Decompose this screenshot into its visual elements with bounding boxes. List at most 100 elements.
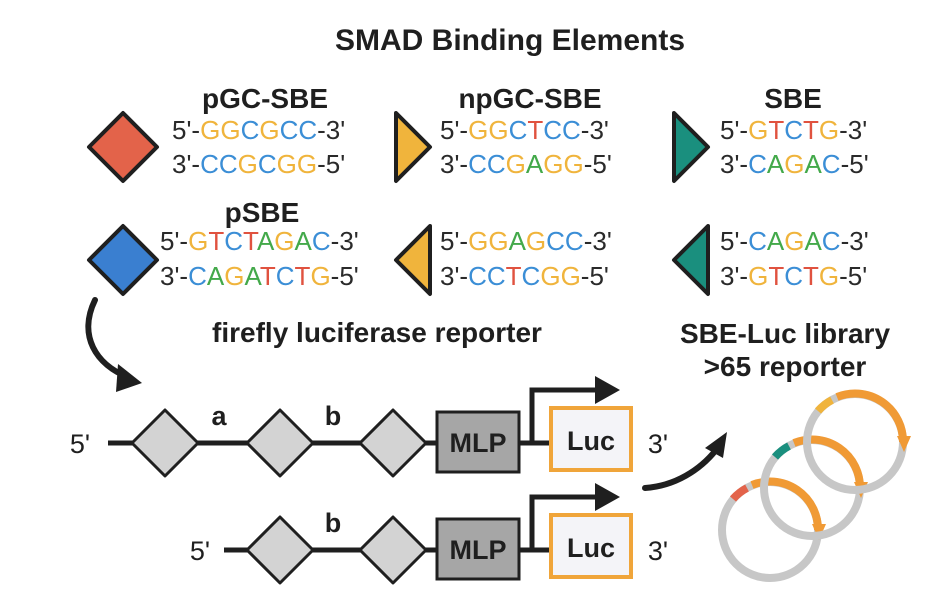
library-arrow-head-icon bbox=[705, 432, 727, 458]
sbe-reverse-triangle-icon bbox=[672, 224, 710, 296]
npgc-sbe-reverse-triangle-icon bbox=[394, 224, 432, 296]
sbe-bottom-strand: 3'-CAGAC-5' bbox=[720, 149, 869, 179]
nucleotide-A: A bbox=[804, 226, 822, 256]
nucleotide-T: T bbox=[208, 226, 224, 256]
nucleotide-T: T bbox=[768, 261, 784, 291]
construct2-luc-label: Luc bbox=[567, 533, 615, 563]
npgc-sbe-label: npGC-SBE bbox=[458, 83, 601, 114]
nucleotide-T: T bbox=[243, 226, 259, 256]
nucleotide-C: C bbox=[822, 226, 841, 256]
construct2-tss-arrowhead-icon bbox=[595, 483, 620, 511]
nucleotide-G: G bbox=[277, 149, 297, 179]
nucleotide-T: T bbox=[527, 115, 543, 145]
nucleotide-G: G bbox=[274, 226, 294, 256]
nucleotide-G: G bbox=[748, 115, 768, 145]
nucleotide-C: C bbox=[487, 149, 506, 179]
nucleotide-C: C bbox=[748, 226, 767, 256]
construct1-luc-box bbox=[549, 406, 633, 472]
nucleotide-G: G bbox=[200, 115, 220, 145]
nucleotide-G: G bbox=[748, 261, 768, 291]
nucleotide-C: C bbox=[468, 149, 487, 179]
strand-prefix: 5'- bbox=[440, 115, 468, 145]
nucleotide-A: A bbox=[526, 149, 544, 179]
nucleotide-G: G bbox=[488, 226, 508, 256]
strand-prefix: 3'- bbox=[172, 149, 200, 179]
strand-prefix: 3'- bbox=[160, 261, 188, 291]
nucleotide-C: C bbox=[565, 226, 584, 256]
nucleotide-C: C bbox=[784, 261, 803, 291]
strand-prefix: 3'- bbox=[440, 261, 468, 291]
construct2-mlp-box bbox=[435, 517, 521, 581]
npgc-sbe-top-strand: 5'-GGCTCC-3' bbox=[440, 115, 609, 145]
nucleotide-C: C bbox=[748, 149, 767, 179]
nucleotide-C: C bbox=[468, 261, 487, 291]
nucleotide-G: G bbox=[224, 261, 244, 291]
nucleotide-G: G bbox=[297, 149, 317, 179]
strand-suffix: -5' bbox=[841, 149, 869, 179]
sbe-top-strand: 5'-GTCTG-3' bbox=[720, 115, 867, 145]
plasmid-library-icon bbox=[718, 389, 911, 582]
nucleotide-C: C bbox=[543, 115, 562, 145]
construct2-mlp-label: MLP bbox=[450, 535, 507, 565]
nucleotide-G: G bbox=[563, 149, 583, 179]
pgc-sbe-top-strand: 5'-GGCGCC-3' bbox=[172, 115, 345, 145]
nucleotide-A: A bbox=[767, 149, 785, 179]
npgc-sbe-triangle-icon bbox=[394, 111, 432, 183]
nucleotide-G: G bbox=[526, 226, 546, 256]
construct1-mlp-label: MLP bbox=[450, 428, 507, 458]
nucleotide-A: A bbox=[767, 226, 785, 256]
nucleotide-C: C bbox=[280, 115, 299, 145]
strand-suffix: -5' bbox=[581, 261, 609, 291]
nucleotide-C: C bbox=[200, 149, 219, 179]
construct1-luc-label: Luc bbox=[567, 426, 615, 456]
construct1-three-prime: 3' bbox=[648, 429, 668, 459]
nucleotide-A: A bbox=[244, 261, 262, 291]
npgc-sbe-reverse-bottom-strand: 3'-CCTCGG-5' bbox=[440, 261, 609, 291]
strand-prefix: 5'- bbox=[440, 226, 468, 256]
construct1-label-b: b bbox=[325, 401, 342, 431]
strand-suffix: -5' bbox=[317, 149, 345, 179]
nucleotide-C: C bbox=[312, 226, 331, 256]
sbe-triangle-icon bbox=[672, 111, 710, 183]
psbe-bottom-strand: 3'-CAGATCTG-5' bbox=[160, 261, 359, 291]
sbe-label: SBE bbox=[764, 83, 822, 114]
strand-suffix: -5' bbox=[331, 261, 359, 291]
nucleotide-A: A bbox=[207, 261, 225, 291]
nucleotide-C: C bbox=[188, 261, 207, 291]
construct1-tss-arrowhead-icon bbox=[595, 376, 620, 404]
nucleotide-G: G bbox=[784, 149, 804, 179]
construct1-label-a: a bbox=[211, 401, 227, 431]
nucleotide-C: C bbox=[224, 226, 243, 256]
sbe-reverse-bottom-strand: 3'-GTCTG-5' bbox=[720, 261, 867, 291]
psbe-diamond-icon bbox=[87, 224, 159, 296]
construct2-tss-arrow-icon bbox=[529, 494, 598, 550]
nucleotide-C: C bbox=[298, 115, 317, 145]
nucleotide-T: T bbox=[768, 115, 784, 145]
nucleotide-G: G bbox=[310, 261, 330, 291]
library-arrow-icon bbox=[642, 447, 719, 491]
strand-suffix: -3' bbox=[331, 226, 359, 256]
strand-suffix: -3' bbox=[841, 226, 869, 256]
npgc-sbe-reverse-top-strand: 5'-GGAGCC-3' bbox=[440, 226, 612, 256]
reporter-title: firefly luciferase reporter bbox=[212, 317, 542, 348]
nucleotide-G: G bbox=[238, 149, 258, 179]
curved-arrow-head-icon bbox=[116, 364, 142, 392]
construct2-luc-box bbox=[549, 513, 633, 579]
nucleotide-T: T bbox=[803, 261, 819, 291]
nucleotide-C: C bbox=[258, 149, 277, 179]
nucleotide-T: T bbox=[803, 115, 819, 145]
construct2-site2-diamond-icon bbox=[358, 515, 428, 585]
nucleotide-G: G bbox=[259, 115, 279, 145]
nucleotide-C: C bbox=[241, 115, 260, 145]
construct2-label-b: b bbox=[325, 508, 342, 538]
nucleotide-T: T bbox=[295, 261, 311, 291]
strand-suffix: -3' bbox=[317, 115, 345, 145]
construct2-site1-diamond-icon bbox=[245, 515, 315, 585]
nucleotide-A: A bbox=[509, 226, 527, 256]
construct2-five-prime: 5' bbox=[190, 536, 210, 566]
pgc-sbe-label: pGC-SBE bbox=[202, 83, 328, 114]
nucleotide-G: G bbox=[543, 149, 563, 179]
npgc-sbe-bottom-strand: 3'-CCGAGG-5' bbox=[440, 149, 612, 179]
